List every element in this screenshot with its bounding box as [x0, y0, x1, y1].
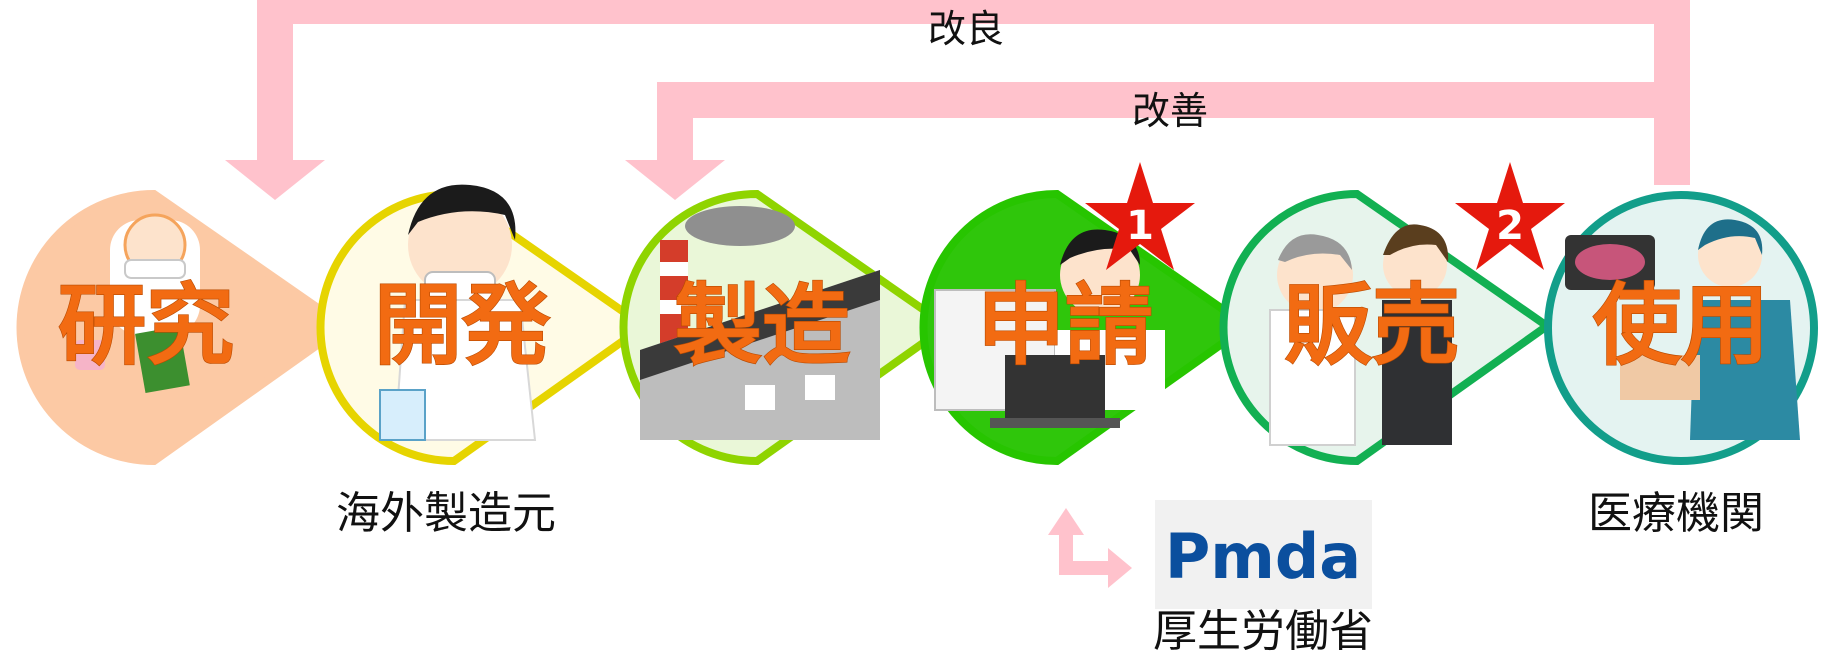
- feedback-loops: 改良 改善: [225, 0, 1690, 200]
- inner-loop-arrow: [657, 82, 1672, 160]
- stage-manufacturing: 製造: [619, 189, 954, 466]
- overseas-manufacturer-caption: 海外製造元: [336, 488, 556, 539]
- pmda-logo-background: [1155, 500, 1372, 609]
- badge-2: 2: [1455, 162, 1565, 270]
- stage-usage: 使用: [1544, 191, 1818, 465]
- badge-1-number: 1: [1126, 203, 1154, 249]
- pmda-connector-arrow: [1059, 535, 1108, 575]
- stage-research: 研究: [16, 189, 351, 466]
- ministry-caption: 厚生労働省: [1153, 606, 1373, 657]
- factory-icon: [640, 206, 880, 440]
- outer-loop-label: 改良: [928, 7, 1004, 51]
- badge-2-star-icon: [1455, 162, 1565, 270]
- badge-1: 1: [1085, 162, 1195, 270]
- badge-1-star-icon: [1085, 162, 1195, 270]
- stage-manufacturing-label: 製造: [674, 274, 850, 377]
- stage-application: 申請: [919, 189, 1254, 466]
- inner-loop-label: 改善: [1132, 89, 1208, 133]
- applicant-icon: [934, 229, 1165, 428]
- stage-usage-label: 使用: [1593, 274, 1769, 377]
- medical-institution-caption: 医療機関: [1588, 488, 1764, 539]
- pmda-connector: [1048, 508, 1132, 588]
- stage-application-label: 申請: [977, 274, 1153, 377]
- pmda-logo-text: Pmda: [1165, 520, 1361, 593]
- developer-icon: [379, 184, 537, 441]
- doctor-icon: [1565, 219, 1800, 440]
- stage-sales-label: 販売: [1284, 274, 1460, 377]
- stage-research-label: 研究: [58, 274, 234, 377]
- sales-meeting-icon: [1269, 224, 1452, 446]
- researcher-icon: [75, 213, 200, 394]
- badges: 1 2: [1085, 162, 1565, 270]
- stage-development-label: 開発: [374, 274, 551, 377]
- inner-loop-arrowhead: [625, 160, 725, 200]
- stage-development: 開発: [316, 184, 651, 466]
- outer-loop-arrowhead: [225, 160, 325, 200]
- badge-2-number: 2: [1496, 203, 1524, 249]
- pmda-connector-arrowhead-right: [1108, 548, 1132, 588]
- stages: 研究 開発: [16, 184, 1818, 466]
- pmda-connector-arrowhead-up: [1048, 508, 1084, 535]
- stage-sales: 販売: [1219, 189, 1554, 466]
- pmda-logo: Pmda: [1155, 500, 1372, 609]
